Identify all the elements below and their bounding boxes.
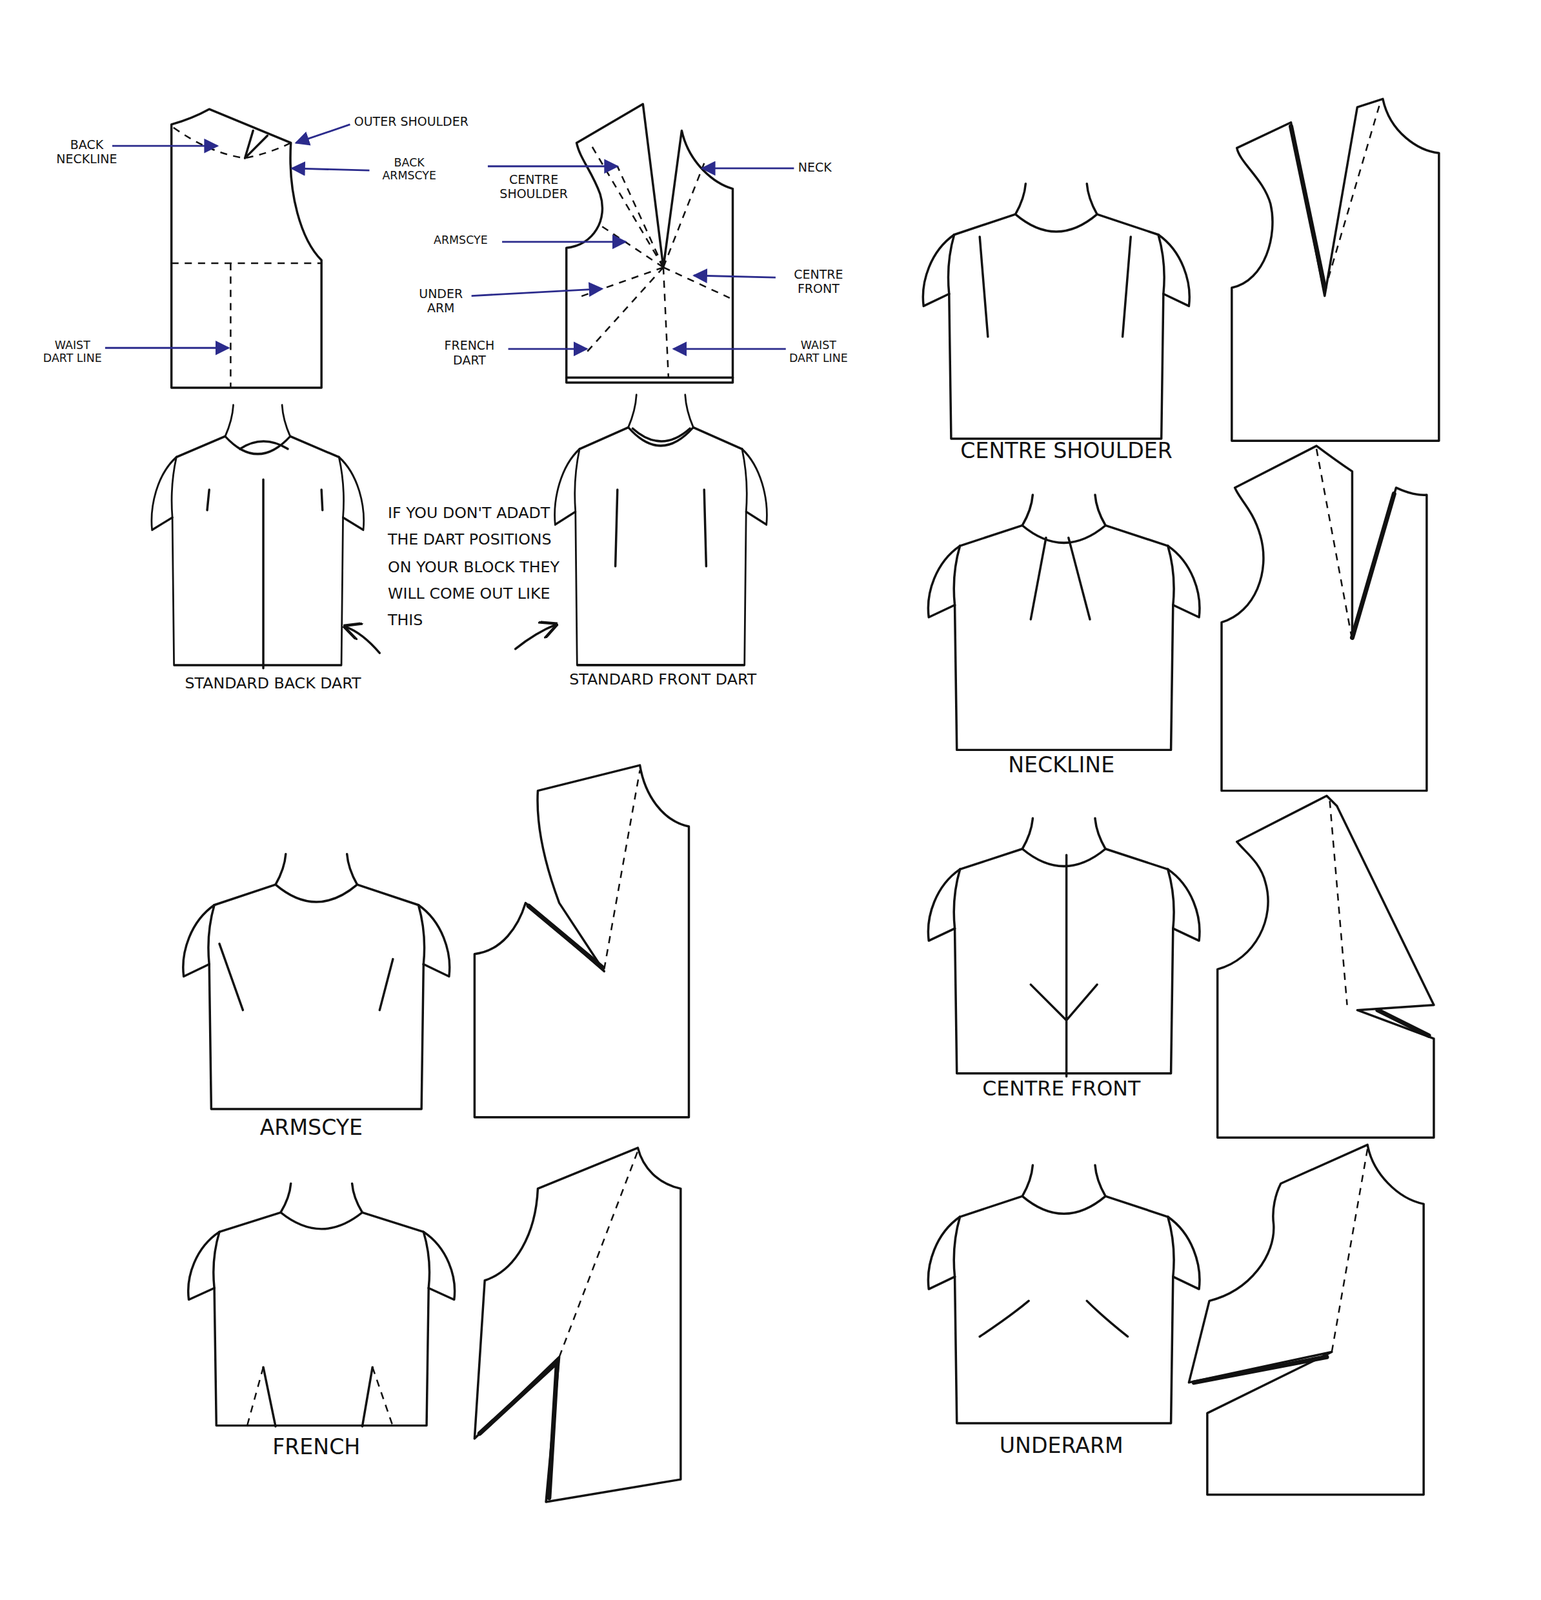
part-label: WAIST DART LINE	[42, 340, 102, 366]
neckline-pattern	[1316, 449, 1352, 635]
leader-arrows	[508, 347, 588, 350]
centre-shoulder-figure	[922, 183, 1190, 439]
part-label: OUTER SHOULDER	[354, 115, 497, 130]
standard-front-figure	[633, 428, 691, 442]
figure-caption: STANDARD FRONT DART	[563, 669, 763, 691]
front-block	[576, 142, 730, 378]
neckline-pattern	[1351, 493, 1394, 638]
figure-caption: NECKLINE	[923, 753, 1199, 778]
centre-front-figure	[1030, 855, 1098, 1077]
french-pattern	[474, 1148, 681, 1503]
underarm-figure	[979, 1300, 1128, 1337]
front-block	[566, 103, 734, 383]
centre-front-pattern	[1217, 796, 1434, 1139]
leader-arrows	[702, 167, 794, 170]
french-pattern	[559, 1151, 639, 1358]
centre-front-figure	[927, 818, 1199, 1074]
part-label: ARMSCYE	[433, 234, 506, 248]
standard-back-figure	[240, 441, 288, 450]
neckline-pattern	[1221, 445, 1427, 792]
centre-shoulder-pattern	[1231, 98, 1440, 441]
leader-arrows	[502, 240, 626, 243]
part-label: CENTRE FRONT	[777, 268, 860, 297]
standard-front-figure	[554, 394, 768, 666]
leader-arrows	[487, 165, 618, 168]
leader-arrows	[693, 275, 776, 278]
neckline-figure	[1030, 537, 1090, 620]
leader-arrows	[673, 347, 786, 350]
underarm-pattern	[1193, 1357, 1327, 1383]
underarm-figure	[927, 1165, 1199, 1424]
standard-back-figure	[151, 405, 364, 669]
french-figure	[247, 1367, 393, 1427]
centre-front-pattern	[1377, 1010, 1429, 1037]
note-arrows	[345, 626, 381, 654]
centre-shoulder-figure	[979, 236, 1131, 337]
underarm-figure	[927, 1165, 1199, 1424]
leader-arrows	[105, 347, 229, 350]
standard-front-figure	[615, 489, 707, 567]
figure-caption: CENTRE FRONT	[923, 1077, 1199, 1101]
back-block	[171, 109, 322, 388]
french-figure	[188, 1183, 455, 1427]
leader-arrows	[296, 124, 351, 143]
note-arrows	[515, 624, 557, 650]
armscye-figure	[183, 854, 450, 1110]
centre-shoulder-pattern	[1291, 126, 1325, 288]
armscye-pattern	[474, 765, 689, 1118]
figure-caption: CENTRE SHOULDER	[913, 438, 1219, 464]
french-pattern	[479, 1362, 557, 1498]
standard-front-figure	[554, 394, 768, 666]
centre-front-figure	[927, 818, 1199, 1077]
neckline-figure	[927, 494, 1199, 750]
back-block	[173, 127, 292, 159]
neckline-figure	[927, 494, 1199, 750]
back-block	[171, 109, 322, 388]
part-label: FRENCH DART	[431, 340, 508, 369]
part-label: CENTRE SHOULDER	[485, 173, 583, 202]
part-label: BACK ARMSCYE	[372, 157, 446, 184]
centre-front-pattern	[1329, 800, 1348, 1005]
armscye-figure	[219, 944, 393, 1011]
underarm-pattern	[1188, 1144, 1424, 1495]
front-block	[566, 376, 734, 379]
part-label: UNDER ARM	[411, 287, 471, 317]
figure-caption: STANDARD BACK DART	[178, 673, 368, 695]
figure-caption: ARMSCYE	[173, 1115, 450, 1141]
leader-arrows	[291, 168, 370, 171]
underarm-pattern	[1188, 1144, 1424, 1495]
leader-arrows	[105, 124, 794, 350]
armscye-figure	[183, 854, 450, 1110]
neckline-pattern	[1221, 445, 1427, 792]
part-label: NECK	[798, 161, 860, 176]
centre-shoulder-pattern	[1231, 98, 1440, 441]
note-text: IF YOU DON'T ADADT THE DART POSITIONS ON…	[387, 500, 570, 635]
centre-front-pattern	[1217, 796, 1434, 1139]
part-label: WAIST DART LINE	[788, 340, 848, 366]
figure-caption: UNDERARM	[923, 1433, 1199, 1459]
back-block	[171, 263, 322, 388]
standard-back-figure	[151, 405, 364, 666]
leader-arrows	[112, 145, 218, 148]
french-pattern	[474, 1148, 681, 1503]
note-arrows	[345, 624, 557, 654]
leader-arrows	[471, 289, 603, 297]
front-block	[566, 103, 734, 383]
french-figure	[188, 1183, 455, 1426]
standard-back-figure	[207, 479, 323, 669]
armscye-pattern	[474, 765, 689, 1118]
armscye-pattern	[528, 906, 603, 968]
centre-shoulder-figure	[922, 183, 1190, 439]
armscye-pattern	[604, 770, 640, 970]
french-figure	[263, 1367, 373, 1427]
centre-shoulder-pattern	[1324, 103, 1380, 291]
underarm-pattern	[1331, 1149, 1368, 1353]
part-label: BACK NECKLINE	[45, 138, 128, 168]
figure-caption: FRENCH	[178, 1435, 455, 1460]
